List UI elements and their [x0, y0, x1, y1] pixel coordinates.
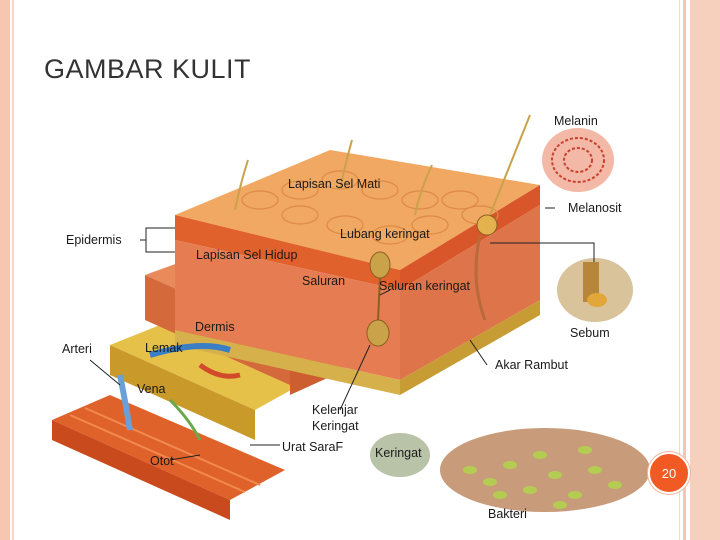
label-melanosit: Melanosit — [568, 201, 622, 215]
label-lemak: Lemak — [145, 341, 183, 355]
label-bakteri: Bakteri — [488, 507, 527, 521]
label-kelenjar: Kelenjar — [312, 403, 358, 417]
label-sebum: Sebum — [570, 326, 610, 340]
label-otot: Otot — [150, 454, 174, 468]
label-arteri: Arteri — [62, 342, 92, 356]
label-akar-rambut: Akar Rambut — [495, 358, 568, 372]
label-lapisan-sel-mati: Lapisan Sel Mati — [288, 177, 380, 191]
bacteria-inset — [370, 428, 650, 512]
label-lapisan-sel-hidup: Lapisan Sel Hidup — [196, 248, 298, 262]
label-epidermis: Epidermis — [66, 233, 122, 247]
label-urat-saraf: Urat SaraF — [282, 440, 343, 454]
label-saluran-keringat: Saluran keringat — [379, 279, 471, 293]
label-vena: Vena — [137, 382, 166, 396]
label-dermis: Dermis — [195, 320, 235, 334]
label-saluran: Saluran — [302, 274, 345, 288]
label-lubang-keringat: Lubang keringat — [340, 227, 430, 241]
label-melanin: Melanin — [554, 114, 598, 128]
melanin-inset — [542, 128, 614, 192]
label-keringat-droplet: Keringat — [375, 446, 422, 460]
sebum-inset — [557, 258, 633, 322]
label-keringat: Keringat — [312, 419, 359, 433]
page-number-badge: 20 — [648, 452, 690, 494]
